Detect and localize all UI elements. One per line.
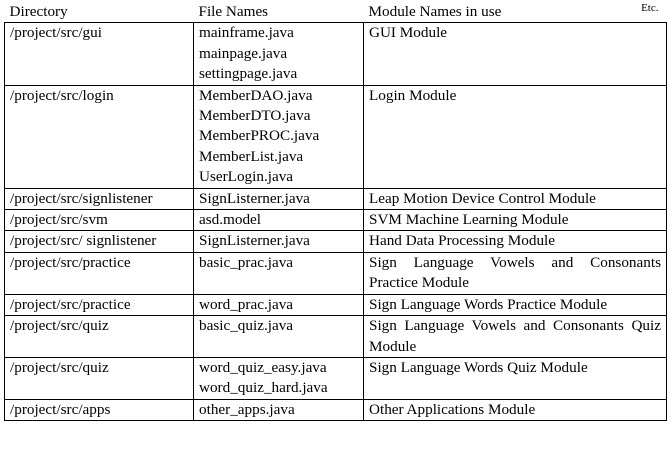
module-name-cell: Sign Language Words Practice Module [363,293,667,317]
module-name-cell: Sign Language Words Quiz Module [363,356,667,400]
module-name-cell: Login Module [363,84,667,189]
directory-cell: /project/src/practice [4,251,194,295]
file-name: SignListerner.java [199,232,310,250]
file-name: asd.model [199,211,262,229]
file-names-cell: word_quiz_easy.java word_quiz_hard.java [193,356,364,400]
file-name: basic_prac.java [199,253,294,271]
file-name: MemberPROC.java [199,127,320,145]
module-name-cell: SVM Machine Learning Module [363,209,667,232]
header-module-names: Module Names in use Etc. [363,2,667,24]
table-body: /project/src/gui mainframe.java mainpage.j… [4,22,667,422]
file-name: mainframe.java [199,24,294,42]
file-name: MemberDTO.java [199,107,311,125]
file-names-cell: mainframe.java mainpage.java settingpage.j… [193,22,364,86]
file-name: settingpage.java [199,65,298,83]
table-row: /project/src/gui mainframe.java mainpage.j… [4,22,667,86]
file-names-cell: basic_prac.java [193,251,364,295]
directory-cell: /project/src/gui [4,22,194,86]
header-etc-label: Etc. [641,2,659,14]
table-row: /project/src/svm asd.model SVM Machine Lea… [4,209,667,232]
file-name: word_quiz_easy.java [199,358,327,376]
header-module-names-label: Module Names in use [368,3,502,20]
table-row: /project/src/ signlistener SignListerner.… [4,230,667,253]
file-names-cell: SignListerner.java [193,187,364,211]
directory-cell: /project/src/quiz [4,356,194,400]
directory-cell: /project/src/practice [4,293,194,317]
module-name-cell: Sign Language Vowels and Consonants Prac… [363,251,667,295]
directory-cell: /project/src/login [4,84,194,189]
file-name: word_quiz_hard.java [199,379,328,397]
file-name: UserLogin.java [199,168,294,186]
file-name: MemberList.java [199,147,304,165]
file-name: other_apps.java [199,400,295,418]
file-name: mainpage.java [199,44,288,62]
table-row: /project/src/apps other_apps.java Other Ap… [4,398,667,422]
file-names-cell: basic_quiz.java [193,315,364,358]
file-names-cell: other_apps.java [193,398,364,422]
directory-cell: /project/src/apps [4,398,194,422]
table-row: /project/src/practice word_prac.java Sign … [4,293,667,317]
directory-cell: /project/src/signlistener [4,187,194,211]
file-names-cell: SignListerner.java [193,230,364,253]
file-names-cell: asd.model [193,209,364,232]
directory-cell: /project/src/ signlistener [4,230,194,253]
file-name: word_prac.java [199,295,294,313]
header-row: Directory File Names Module Names in use… [4,2,667,24]
module-name-cell: Hand Data Processing Module [363,230,667,253]
file-name: MemberDAO.java [199,86,313,104]
module-name-cell: Sign Language Vowels and Consonants Quiz… [363,315,667,358]
module-name-cell: Other Applications Module [363,398,667,422]
table-header: Directory File Names Module Names in use… [4,2,667,24]
directory-cell: /project/src/quiz [4,315,194,358]
module-table-container: Directory File Names Module Names in use… [4,2,667,422]
table-row: /project/src/quiz basic_quiz.java Sign Lan… [4,315,667,358]
directory-cell: /project/src/svm [4,209,194,232]
header-directory: Directory [4,2,194,24]
module-name-cell: Leap Motion Device Control Module [363,187,667,211]
header-file-names: File Names [193,2,364,24]
module-table: Directory File Names Module Names in use… [4,2,667,422]
file-name: basic_quiz.java [199,317,294,335]
table-row: /project/src/signlistener SignListerner.j… [4,187,667,211]
file-names-cell: word_prac.java [193,293,364,317]
table-row: /project/src/practice basic_prac.java Sign… [4,251,667,295]
module-name-cell: GUI Module [363,22,667,86]
file-name: SignListerner.java [199,189,310,207]
